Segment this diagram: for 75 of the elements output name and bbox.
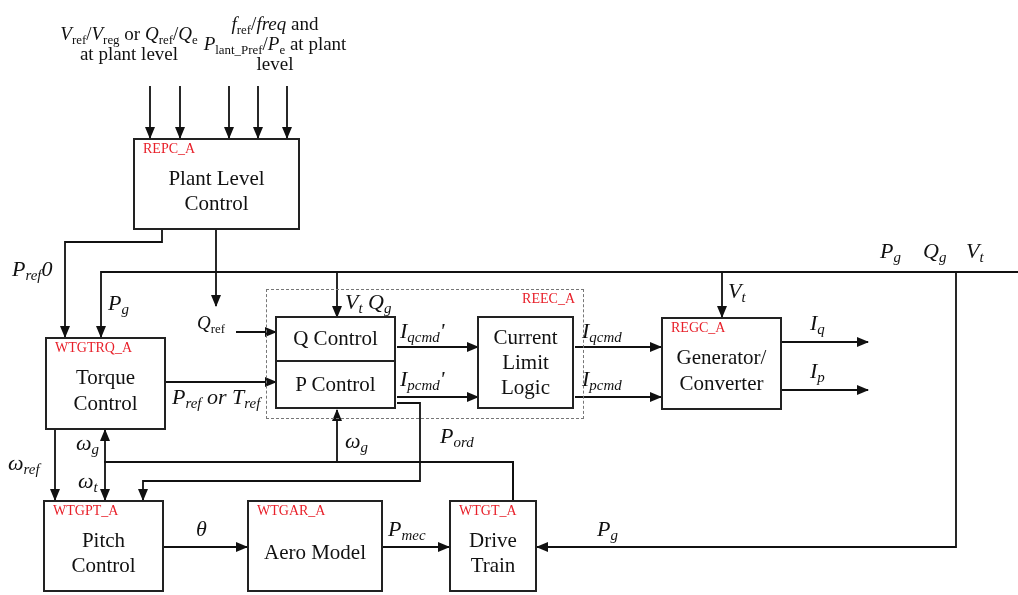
block-box: [661, 317, 782, 410]
model-tag: WTGAR_A: [257, 503, 326, 519]
signal-arrow: [235, 327, 277, 337]
signal-arrow: [163, 542, 248, 552]
edge-label: V$_{t}$ Q$_{g}$: [345, 289, 392, 314]
signal-arrow: [396, 342, 479, 352]
edge-label: ω$_{g}$: [76, 430, 100, 455]
edge-label: P$_{mec}$: [388, 516, 426, 541]
block-box: [275, 316, 396, 362]
signal-arrow: [253, 85, 263, 139]
model-tag: REGC_A: [671, 320, 726, 336]
signal-label: P$_{g}$: [880, 238, 901, 263]
signal-arrow: [50, 429, 60, 501]
edge-label: I$_{q}$: [810, 310, 825, 335]
block-title: Current Limit Logic: [492, 324, 559, 401]
signal-label: Q$_{g}$: [923, 238, 947, 263]
edge-label: P$_{g}$: [597, 516, 618, 541]
edge-label: I$_{qcmd}$: [582, 318, 622, 343]
signal-arrow: [717, 271, 727, 318]
signal-arrow: [781, 385, 869, 395]
block-title: Plant Level Control: [167, 164, 266, 217]
dashed-group-box: [266, 289, 584, 419]
edge-label: V$_{t}$: [728, 278, 746, 303]
model-tag: REEC_A: [522, 291, 575, 307]
block-box: [477, 316, 574, 409]
signal-arrow: [332, 409, 514, 501]
edge-label: I$_{pcmd}$: [582, 366, 622, 391]
edge-label: ω$_{t}$: [78, 468, 98, 493]
block-title: Pitch Control: [70, 526, 137, 579]
signal-arrow: [145, 85, 155, 139]
input-signal-label: f$_{ref}$/freq and P$_{lant_Pref}$/P$_{e}$ at plant level: [202, 14, 348, 74]
edge-label: I$_{p}$: [810, 358, 825, 383]
model-tag: WTGPT_A: [53, 503, 119, 519]
block-title: Generator/ Converter: [675, 344, 768, 396]
signal-arrow: [224, 85, 234, 139]
signal-arrow: [332, 271, 342, 318]
signal-arrow: [282, 85, 292, 139]
signal-arrow: [574, 342, 662, 352]
edge-label: θ: [196, 516, 207, 541]
signal-arrow: [175, 85, 185, 139]
edge-label: ω$_{ref}$: [8, 450, 40, 475]
block-box: [275, 360, 396, 409]
block-box: [449, 500, 537, 592]
input-signal-label: V$_{ref}$/V$_{reg}$ or Q$_{ref}$/Q$_{e}$ at plant level: [59, 24, 199, 64]
signal-arrow: [396, 392, 479, 402]
signal-arrow: [781, 337, 869, 347]
block-box: [133, 138, 300, 230]
signal-arrow: [382, 542, 450, 552]
signal-arrow: [574, 392, 662, 402]
block-title: P Control: [295, 371, 376, 398]
edge-label: P$_{ref}$0: [12, 256, 53, 281]
block-box: [247, 500, 383, 592]
block-box: [43, 500, 164, 592]
signal-label: V$_{t}$: [966, 238, 984, 263]
input-signal-label: Q$_{ref}$: [196, 313, 226, 333]
block-title: Q Control: [293, 326, 378, 352]
signal-arrow: [60, 229, 163, 338]
model-tag: REPC_A: [143, 141, 196, 157]
block-title: Torque Control: [72, 364, 139, 416]
signal-arrow: [211, 229, 221, 307]
edge-label: P$_{ref}$ or T$_{ref}$: [172, 384, 261, 409]
model-tag: WTGTRQ_A: [55, 340, 132, 356]
signal-arrow: [536, 271, 957, 552]
edge-label: P$_{ord}$: [440, 423, 474, 448]
block-title: Drive Train: [468, 526, 518, 579]
model-tag: WTGT_A: [459, 503, 517, 519]
edge-label: P$_{g}$: [108, 290, 129, 315]
block-title: Aero Model: [263, 539, 367, 566]
block-box: [45, 337, 166, 430]
signal-arrow: [138, 402, 421, 501]
signal-arrow: [96, 271, 1018, 338]
edge-label: I$_{qcmd}$': [400, 318, 445, 343]
edge-label: I$_{pcmd}$': [400, 366, 445, 391]
signal-arrow: [165, 377, 277, 387]
edge-label: ω$_{g}$: [345, 428, 369, 453]
